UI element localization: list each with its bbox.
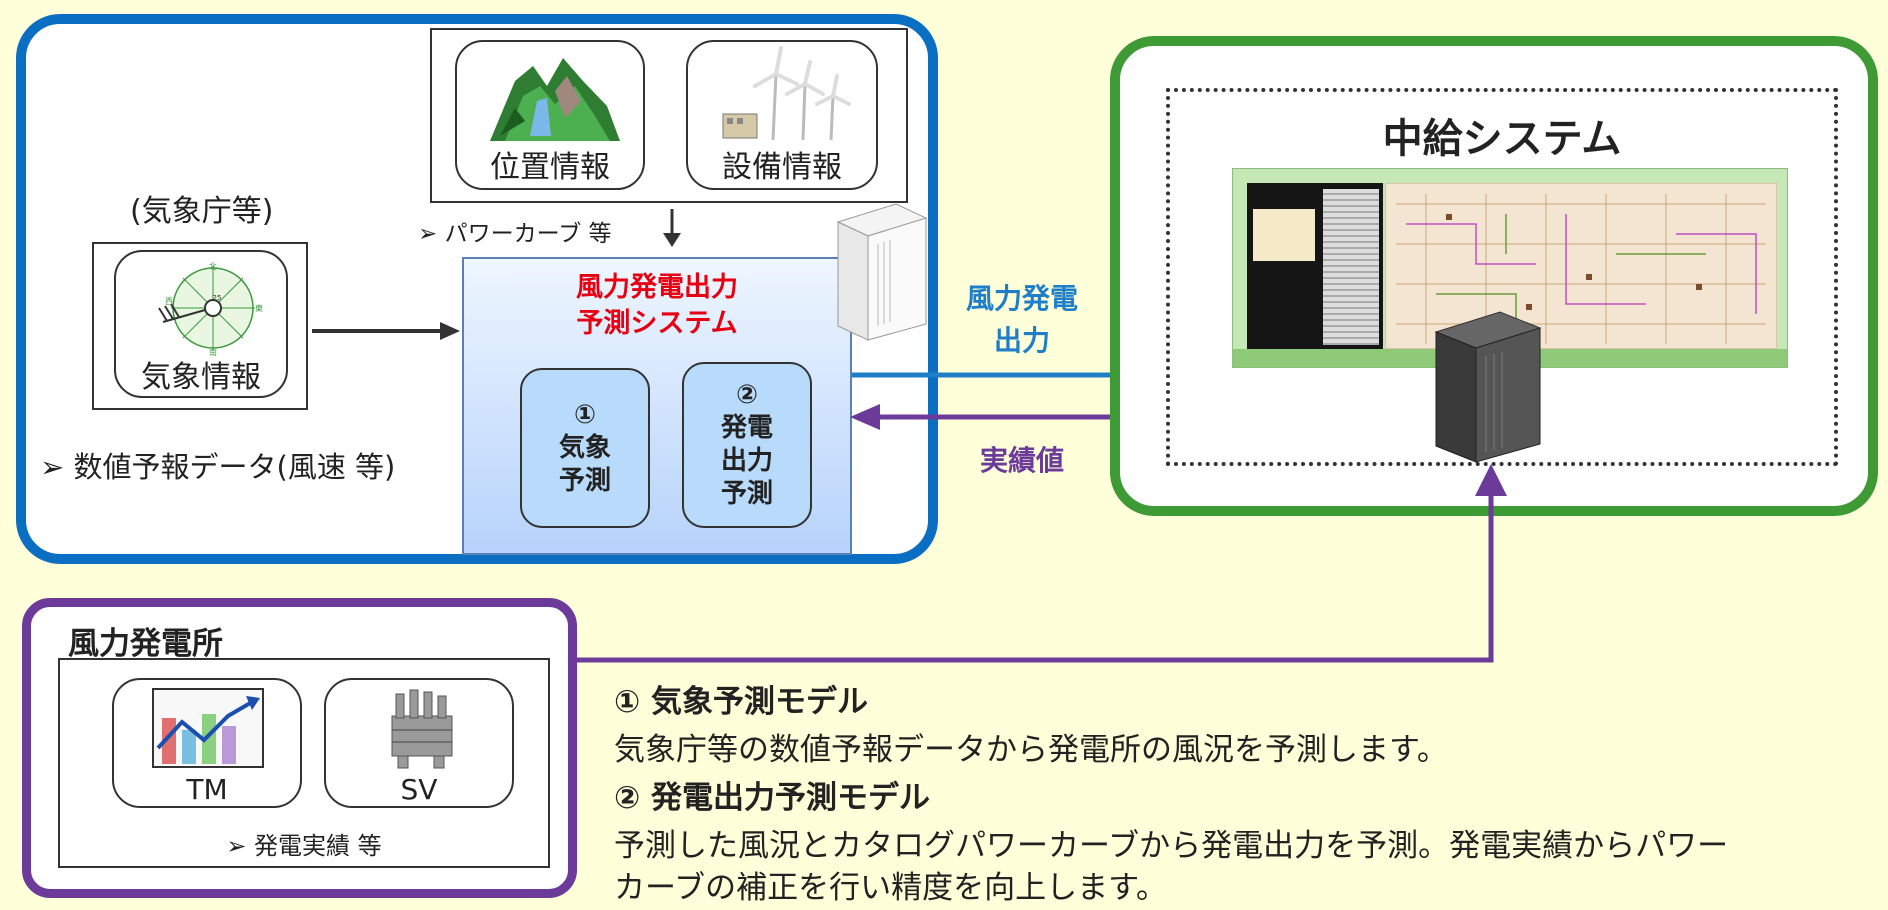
mimic-board-mini-chart [1253,209,1315,261]
sv-label: SV [400,772,438,806]
nwp-note: ➢ 数値予報データ(風速 等) [40,450,396,484]
sv-equipment-icon [391,689,453,769]
dispatch-dotted-box [1166,88,1838,466]
chart-icon [152,688,264,768]
model2-text-line1: 予測した風況とカタログパワーカーブから発電出力を予測。発電実績からパワー [614,828,1729,864]
compass-west: 西 [165,297,173,306]
wind-farm-note: ➢ 発電実績 等 [226,832,382,860]
grid-network-drawing [1396,194,1766,344]
model2-title: ② 発電出力予測モデル [614,780,931,816]
equipment-info-label: 設備情報 [722,150,842,185]
mountain-icon [490,58,620,141]
dispatch-server-icon [1434,311,1542,463]
wind-turbine-icon [722,46,851,141]
jma-label: (気象庁等) [130,194,274,229]
compass-east: 東 [255,303,263,313]
position-info-label: 位置情報 [490,150,610,185]
output-model-line1: 発電 [720,413,773,443]
equipment-info-card: 設備情報 [686,40,878,190]
model2-text-line2: カーブの補正を行い精度を向上します。 [614,870,1168,906]
weather-model-line1: 気象 [558,432,611,463]
mimic-board-table [1323,189,1379,345]
mimic-board-diagram [1385,183,1777,349]
position-info-card: 位置情報 [455,40,645,190]
weather-to-prediction-arrow [312,322,460,340]
weather-model-number: ① [573,399,596,430]
output-model-number: ② [735,380,758,410]
prediction-system-title-line1: 風力発電出力 [576,272,738,303]
model1-title: ① 気象予測モデル [614,684,869,720]
prediction-server-icon [836,203,928,341]
tm-label: TM [186,772,228,806]
wind-output-line2: 出力 [993,324,1050,357]
prediction-system-title: 風力発電出力 予測システム [462,270,852,342]
wind-farm-title: 風力発電所 [68,626,223,662]
weather-compass-icon: 北 南 東 西 25 [158,262,263,356]
weather-model-line2: 予測 [558,465,611,496]
wind-farm-to-dispatch-connector [576,464,1507,663]
weather-info-label: 気象情報 [141,360,261,395]
power-curve-note: ➢ パワーカーブ 等 [418,221,612,247]
dispatch-title: 中給システム [1382,116,1622,162]
wind-output-label: 風力発電 出力 [952,278,1092,362]
compass-north: 北 [209,262,217,271]
output-model-line3: 予測 [720,479,773,509]
prediction-system-title-line2: 予測システム [576,308,738,339]
weather-info-card: 北 南 東 西 25 気象情報 [114,250,288,398]
weather-model-box: ① 気象 予測 [520,368,650,528]
model1-text: 気象庁等の数値予報データから発電所の風況を予測します。 [614,732,1448,768]
output-model-line2: 出力 [720,446,773,476]
output-model-box: ② 発電 出力 予測 [682,362,812,528]
tm-card: TM [112,678,302,808]
actual-value-label: 実績値 [979,444,1064,477]
sv-card: SV [324,678,514,808]
compass-south: 南 [209,347,217,356]
compass-value: 25 [213,294,222,302]
arrow-down-icon [663,209,681,247]
wind-output-line1: 風力発電 [965,282,1078,315]
